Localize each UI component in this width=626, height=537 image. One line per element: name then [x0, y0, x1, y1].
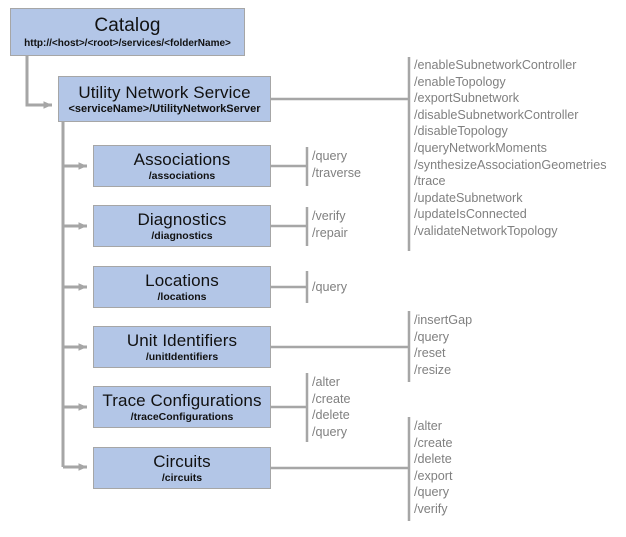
operations-associations[interactable]: /query/traverse: [312, 148, 361, 181]
node-trace-configurations-title: Trace Configurations: [102, 390, 262, 410]
node-diagnostics-title: Diagnostics: [137, 209, 227, 229]
node-circuits-path: /circuits: [161, 471, 203, 484]
node-unit-identifiers[interactable]: Unit Identifiers /unitIdentifiers: [93, 326, 271, 368]
node-locations-title: Locations: [145, 270, 219, 290]
operations-unit-identifiers[interactable]: /insertGap/query/reset/resize: [414, 312, 472, 378]
operation-item[interactable]: /delete: [414, 452, 452, 467]
node-diagnostics[interactable]: Diagnostics /diagnostics: [93, 205, 271, 247]
operations-diagnostics[interactable]: /verify/repair: [312, 208, 348, 241]
operation-item[interactable]: /enableSubnetworkController: [414, 58, 577, 72]
operation-item[interactable]: /query: [312, 149, 348, 163]
operation-item[interactable]: /query: [312, 424, 348, 439]
operations-locations[interactable]: /query: [312, 279, 347, 296]
node-trace-configurations[interactable]: Trace Configurations /traceConfiguration…: [93, 386, 271, 428]
node-circuits-title: Circuits: [153, 451, 211, 471]
node-catalog-path: http://<host>/<root>/services/<folderNam…: [24, 37, 231, 49]
operation-item[interactable]: /resize: [414, 362, 452, 377]
operation-item[interactable]: /create: [312, 391, 351, 406]
node-locations[interactable]: Locations /locations: [93, 266, 271, 308]
node-associations-title: Associations: [133, 149, 231, 169]
operation-item[interactable]: /validateNetworkTopology: [414, 223, 558, 238]
operation-item[interactable]: /export: [414, 468, 453, 483]
operation-item[interactable]: /trace: [414, 174, 446, 189]
node-utility-network-service-path: <serviceName>/UtilityNetworkServer: [68, 102, 261, 115]
operation-item[interactable]: /updateSubnetwork: [414, 190, 523, 205]
operation-item[interactable]: /repair: [312, 225, 348, 240]
node-circuits[interactable]: Circuits /circuits: [93, 447, 271, 489]
node-utility-network-service[interactable]: Utility Network Service <serviceName>/Ut…: [58, 76, 271, 122]
operation-item[interactable]: /insertGap: [414, 313, 473, 327]
node-diagnostics-path: /diagnostics: [151, 229, 213, 242]
operation-item[interactable]: /query: [414, 329, 450, 344]
operation-item[interactable]: /query: [312, 280, 348, 294]
operations-trace-configurations[interactable]: /alter/create/delete/query: [312, 374, 351, 440]
operation-item[interactable]: /verify: [414, 501, 448, 516]
operation-item[interactable]: /alter: [414, 419, 442, 433]
node-catalog[interactable]: Catalog http://<host>/<root>/services/<f…: [10, 8, 245, 56]
node-unit-identifiers-title: Unit Identifiers: [126, 330, 238, 350]
node-unit-identifiers-path: /unitIdentifiers: [145, 350, 219, 363]
operation-item[interactable]: /delete: [312, 408, 350, 423]
wire-catalog-to-uns: [25, 56, 53, 109]
operation-item[interactable]: /alter: [312, 375, 340, 389]
operation-item[interactable]: /updateIsConnected: [414, 207, 527, 222]
operation-item[interactable]: /query: [414, 485, 450, 500]
operation-item[interactable]: /verify: [312, 209, 346, 223]
operation-item[interactable]: /traverse: [312, 165, 361, 180]
operation-item[interactable]: /queryNetworkMoments: [414, 140, 547, 155]
operations-utility-network-service[interactable]: /enableSubnetworkController/enableTopolo…: [414, 57, 607, 240]
node-associations-path: /associations: [148, 169, 216, 182]
node-trace-configurations-path: /traceConfigurations: [130, 410, 234, 423]
operation-item[interactable]: /synthesizeAssociationGeometries: [414, 157, 607, 172]
operation-item[interactable]: /disableSubnetworkController: [414, 107, 579, 122]
node-catalog-title: Catalog: [94, 14, 161, 36]
node-associations[interactable]: Associations /associations: [93, 145, 271, 187]
operations-circuits[interactable]: /alter/create/delete/export/query/verify: [414, 418, 453, 518]
operation-item[interactable]: /enableTopology: [414, 74, 506, 89]
operation-item[interactable]: /exportSubnetwork: [414, 91, 520, 106]
node-locations-path: /locations: [157, 290, 207, 303]
node-utility-network-service-title: Utility Network Service: [78, 82, 251, 102]
operation-item[interactable]: /disableTopology: [414, 124, 508, 139]
operation-item[interactable]: /create: [414, 435, 453, 450]
operation-item[interactable]: /reset: [414, 346, 446, 361]
